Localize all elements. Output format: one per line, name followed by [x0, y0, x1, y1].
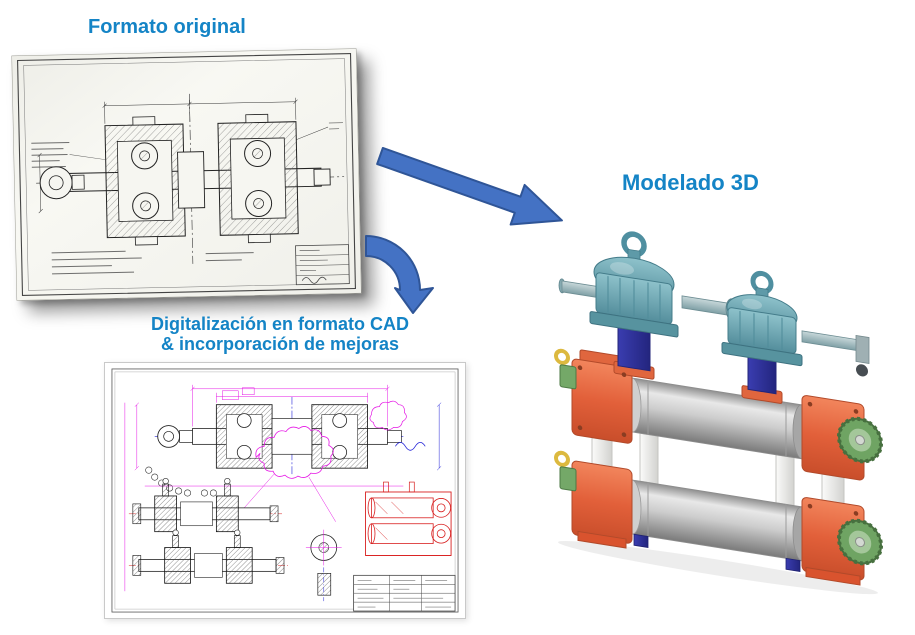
heading-digitalizacion-cad: Digitalización en formato CAD & incorpor…: [100, 314, 460, 354]
heading-cad-line2: & incorporación de mejoras: [160, 334, 400, 355]
bottom-roller: [622, 479, 812, 562]
original-scan-image: [11, 48, 362, 301]
revision-cloud: [255, 426, 334, 479]
original-scan-drawing: [11, 48, 362, 301]
gearbox-left: [589, 231, 679, 372]
adjustment-dial-icon: [837, 416, 883, 566]
heading-cad-line1: Digitalización en formato CAD: [150, 314, 410, 334]
heading-formato-original: Formato original: [88, 16, 246, 38]
cad-drawing: [105, 363, 465, 618]
heading-modelado-3d: Modelado 3D: [622, 170, 759, 195]
model-3d-image: [520, 196, 910, 596]
frame-orange: [571, 349, 865, 586]
curved-arrow-down-icon: [365, 235, 434, 314]
lifting-ring-icon: [554, 348, 577, 492]
model-3d-render: [554, 231, 883, 595]
gearbox-right: [721, 270, 803, 395]
cad-drawing-image: [104, 362, 466, 619]
